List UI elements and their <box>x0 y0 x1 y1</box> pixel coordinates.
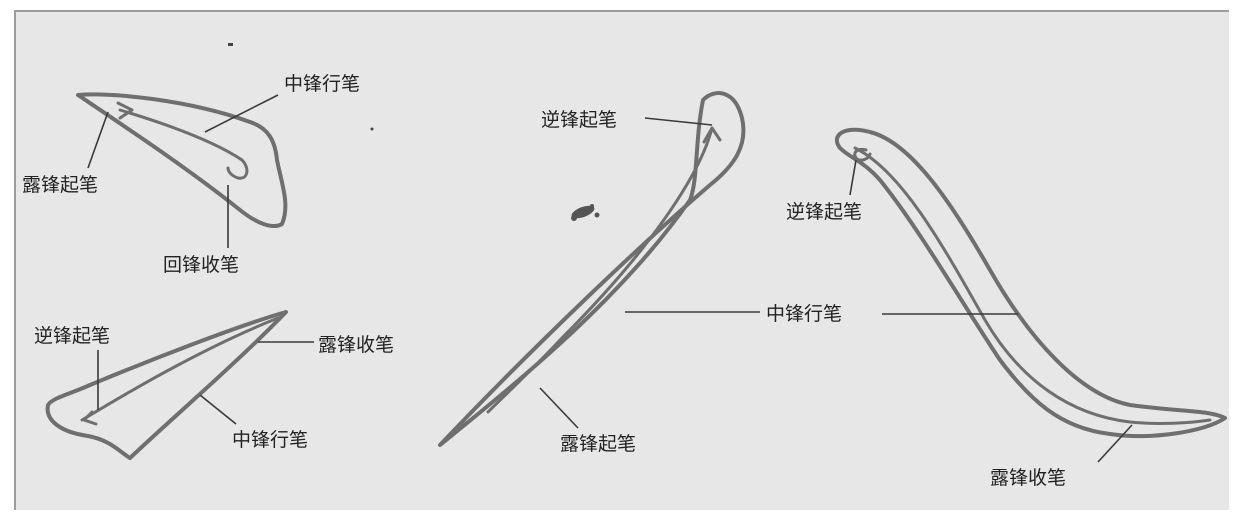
leader-pie-start-exposed <box>539 387 579 429</box>
label-bottom-left-start: 逆锋起笔 <box>34 325 110 347</box>
label-bottom-left-end: 露锋收笔 <box>318 334 394 356</box>
label-top-left-end: 回锋收笔 <box>163 254 239 276</box>
stroke-na-inner <box>853 146 1212 425</box>
stroke-bottom-left-arrow <box>82 410 98 426</box>
leader-bottom-left-center <box>199 394 237 425</box>
stroke-na-hook <box>853 148 872 162</box>
leader-top-left-center <box>204 94 279 133</box>
stroke-top-left-inner <box>118 108 249 180</box>
ink-dot-small <box>228 43 233 46</box>
label-top-left-center: 中锋行笔 <box>284 73 360 95</box>
stroke-pie-outline <box>438 91 746 447</box>
stroke-pie-inner <box>486 126 714 414</box>
leader-na-end <box>1097 424 1133 463</box>
stroke-top-left-outline <box>76 92 288 229</box>
stroke-na <box>834 127 1227 463</box>
stroke-pie-arrow <box>702 126 722 144</box>
diagram-panel <box>14 10 1229 510</box>
label-pie-start-reverse: 逆锋起笔 <box>541 109 617 131</box>
label-top-left-start: 露锋起笔 <box>22 174 98 196</box>
label-na-start: 逆锋起笔 <box>786 201 862 223</box>
label-pie-start-exposed: 露锋起笔 <box>560 433 636 455</box>
leader-pie-start-reverse <box>644 117 713 126</box>
ink-dot-tiny <box>370 127 374 131</box>
stroke-bottom-left <box>45 310 314 460</box>
label-bottom-left-center: 中锋行笔 <box>232 429 308 451</box>
stroke-na-outline <box>834 127 1227 438</box>
label-na-end: 露锋收笔 <box>990 467 1066 489</box>
label-shared-center: 中锋行笔 <box>766 303 842 325</box>
ink-splotch <box>571 204 600 221</box>
stroke-top-left <box>76 92 288 248</box>
stroke-bottom-left-inner <box>80 316 280 422</box>
stroke-pie <box>438 91 746 447</box>
stroke-top-left-arrow <box>116 101 134 120</box>
leader-na-start <box>849 159 857 196</box>
leader-top-left-start <box>87 111 109 169</box>
stroke-bottom-left-outline <box>45 310 288 460</box>
